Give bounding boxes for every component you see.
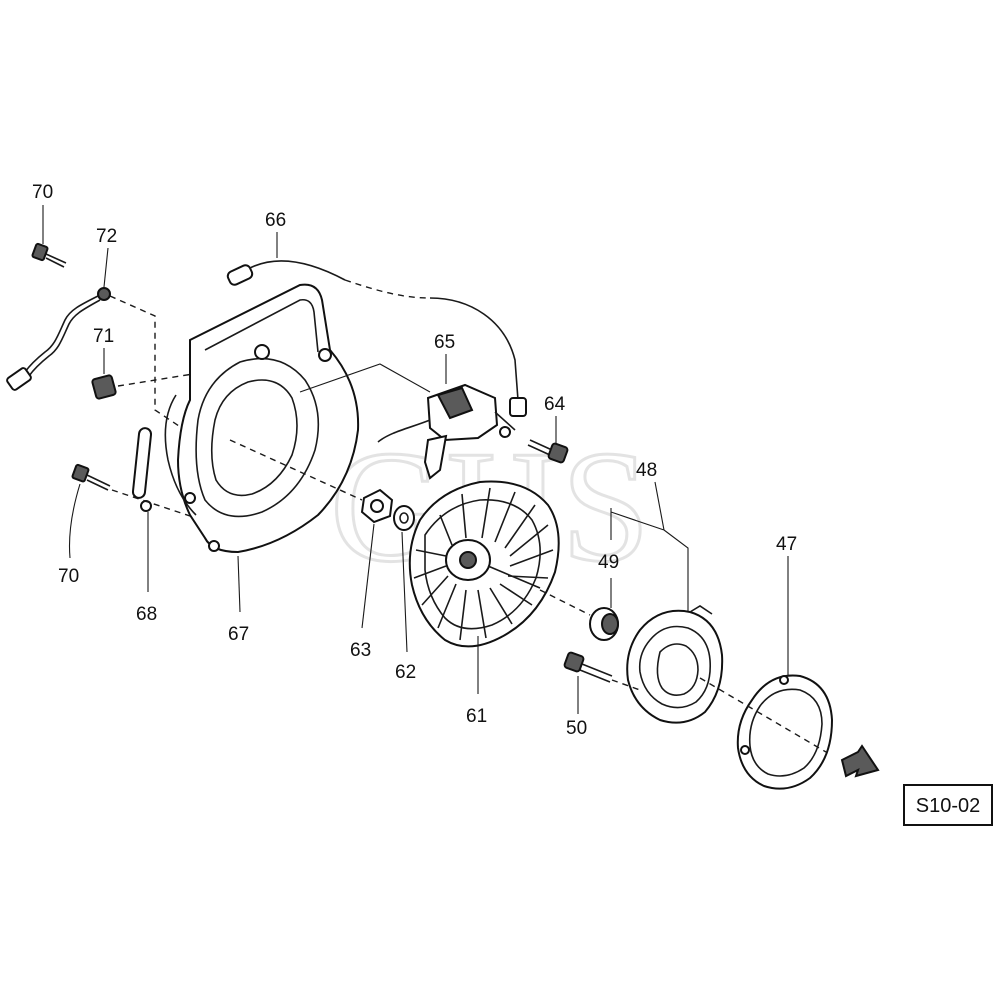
direction-arrow-icon — [840, 744, 880, 778]
gasket-47 — [736, 674, 834, 790]
washer-62 — [393, 505, 415, 531]
label-71: 71 — [93, 326, 114, 347]
leader-65-to-housing — [299, 363, 431, 393]
label-48: 48 — [636, 460, 657, 481]
label-50: 50 — [566, 718, 587, 739]
bearing-49 — [589, 607, 619, 641]
label-49: 49 — [598, 552, 619, 573]
dash-axis-63 — [229, 439, 363, 501]
nut-63 — [360, 488, 394, 524]
clip-71 — [91, 374, 117, 400]
leader-72 — [103, 247, 109, 288]
label-62: 62 — [395, 662, 416, 683]
label-70-bottom: 70 — [58, 566, 79, 587]
leader-62 — [401, 531, 408, 653]
leader-67 — [237, 555, 241, 613]
label-68: 68 — [136, 604, 157, 625]
ignition-coil-65 — [377, 383, 516, 480]
label-65: 65 — [434, 332, 455, 353]
label-67: 67 — [228, 624, 249, 645]
reference-box: S10-02 — [903, 784, 993, 826]
bolt-64 — [527, 439, 569, 464]
reference-label: S10-02 — [916, 795, 981, 817]
label-64: 64 — [544, 394, 566, 415]
bolt-70-top — [31, 242, 67, 268]
label-72: 72 — [96, 226, 117, 247]
bolt-50 — [563, 651, 613, 683]
label-63: 63 — [350, 640, 371, 661]
dash-50 — [611, 679, 641, 691]
bolt-70-bottom — [71, 463, 111, 491]
label-66: 66 — [265, 210, 286, 231]
dash-axis-61 — [539, 589, 591, 616]
label-61: 61 — [466, 706, 487, 727]
wire-harness-72 — [6, 287, 111, 391]
dash-72-to-housing — [109, 295, 189, 433]
flywheel-fan-61 — [408, 480, 560, 648]
dash-70-bottom — [111, 489, 197, 519]
leader-70-bottom — [68, 483, 81, 559]
dash-axis-47 — [699, 677, 827, 753]
label-47: 47 — [776, 534, 797, 555]
leader-48 — [663, 529, 689, 612]
leader-48-bracket — [610, 481, 665, 540]
label-70-top: 70 — [32, 182, 53, 203]
dash-71 — [117, 369, 219, 387]
leader-63 — [361, 523, 375, 629]
ht-lead-66 — [226, 260, 527, 417]
fan-housing-67 — [164, 283, 360, 554]
starter-pulley-48 — [626, 605, 724, 724]
